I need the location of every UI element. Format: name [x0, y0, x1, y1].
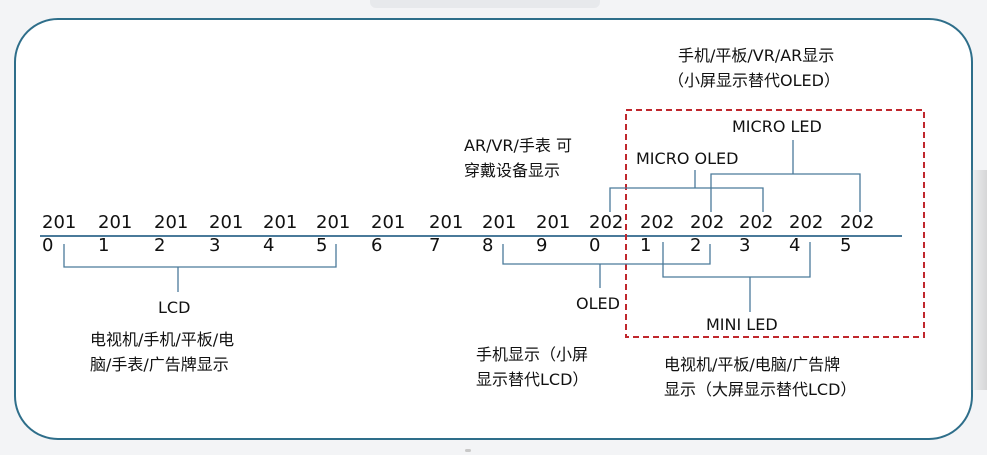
- mini-led-description-line2: 显示（大屏显示替代LCD）: [664, 380, 857, 399]
- mini-led-label: MINI LED: [706, 315, 778, 334]
- top-tab-decoration: [370, 0, 600, 8]
- wearable-description-line1: AR/VR/手表 可: [464, 136, 572, 155]
- right-edge-shadow: [969, 170, 987, 390]
- oled-label: OLED: [576, 294, 620, 313]
- bottom-marker: [465, 449, 471, 452]
- wearable-description-line2: 穿戴设备显示: [464, 161, 561, 180]
- micro-led-bracket: [710, 173, 861, 212]
- mini-led-description-line1: 电视机/平板/电脑/广告牌: [664, 355, 841, 374]
- oled-bracket: [502, 244, 711, 265]
- micro-description-line2: （小屏显示替代OLED）: [668, 71, 840, 90]
- lcd-label: LCD: [158, 298, 191, 317]
- micro-oled-label: MICRO OLED: [636, 149, 739, 168]
- lcd-description-line2: 脑/手表/广告牌显示: [90, 355, 229, 374]
- lcd-description-line1: 电视机/手机/平板/电: [90, 330, 235, 349]
- micro-oled-bracket: [609, 187, 764, 212]
- micro-description-line1: 手机/平板/VR/AR显示: [678, 46, 835, 65]
- oled-description-line1: 手机显示（小屏: [476, 345, 589, 364]
- rounded-frame: [14, 18, 973, 440]
- oled-description-line2: 显示替代LCD）: [476, 370, 589, 389]
- lcd-bracket: [63, 244, 337, 268]
- micro-led-label: MICRO LED: [732, 117, 822, 136]
- mini-led-bracket: [662, 242, 811, 278]
- future-tech-highlight-box: [625, 109, 925, 338]
